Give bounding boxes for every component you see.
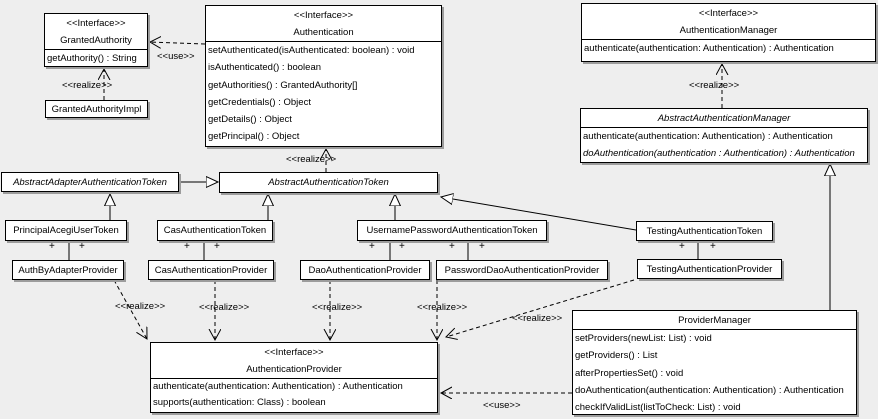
realize-stereotype-label: <<realize>> bbox=[286, 154, 337, 165]
method: getCredentials() : Object bbox=[208, 96, 311, 108]
method: checkIfValidList(listToCheck: List) : vo… bbox=[575, 402, 741, 414]
method: setAuthenticated(isAuthenticated: boolea… bbox=[208, 45, 415, 56]
use-authentication-granted-authority-edge bbox=[150, 42, 206, 44]
class-abstract-authentication-token: AbstractAuthenticationToken bbox=[219, 172, 438, 193]
multiplicity-plus-label: + bbox=[710, 241, 716, 252]
class-cas-authentication-token: CasAuthenticationToken bbox=[157, 220, 273, 241]
method: getDetails() : Object bbox=[208, 114, 292, 126]
methods-compartment: getAuthority() : String bbox=[45, 49, 147, 66]
method: getAuthorities() : GrantedAuthority[] bbox=[208, 79, 358, 91]
class-header: <<Interface>> GrantedAuthority bbox=[45, 14, 147, 49]
class-header: <<Interface>> AuthenticationProvider bbox=[151, 343, 437, 378]
generalization-testing-token-edge bbox=[441, 197, 637, 231]
method: isAuthenticated() : boolean bbox=[208, 62, 322, 74]
class-auth-by-adapter-provider: AuthByAdapterProvider bbox=[12, 260, 124, 280]
class-name: AbstractAuthenticationManager bbox=[657, 113, 791, 124]
multiplicity-plus-label: + bbox=[479, 241, 485, 252]
method: getPrincipal() : Object bbox=[208, 131, 300, 143]
method: setProviders(newList: List) : void bbox=[575, 333, 712, 344]
class-name: AuthenticationProvider bbox=[246, 364, 342, 375]
stereotype-label: <<Interface>> bbox=[698, 8, 759, 19]
methods-compartment: setProviders(newList: List) : void getPr… bbox=[573, 329, 856, 414]
multiplicity-plus-label: + bbox=[679, 241, 685, 252]
class-cas-authentication-provider: CasAuthenticationProvider bbox=[148, 260, 274, 280]
class-name: AbstractAuthenticationToken bbox=[268, 177, 389, 188]
class-testing-authentication-provider: TestingAuthenticationProvider bbox=[637, 259, 782, 279]
methods-compartment: authenticate(authentication: Authenticat… bbox=[581, 127, 867, 162]
class-name: Authentication bbox=[293, 27, 354, 38]
class-name: TestingAuthenticationToken bbox=[646, 225, 763, 237]
realize-testing-provider-edge bbox=[446, 279, 635, 337]
class-provider-manager: ProviderManager setProviders(newList: Li… bbox=[572, 310, 857, 415]
methods-compartment: setAuthenticated(isAuthenticated: boolea… bbox=[206, 41, 441, 146]
class-name: TestingAuthenticationProvider bbox=[646, 263, 773, 275]
class-granted-authority: <<Interface>> GrantedAuthority getAuthor… bbox=[44, 13, 148, 67]
class-authentication-provider: <<Interface>> AuthenticationProvider aut… bbox=[150, 342, 438, 413]
method: authenticate(authentication: Authenticat… bbox=[153, 381, 403, 392]
realize-stereotype-label: <<realize>> bbox=[689, 80, 740, 91]
class-authentication: <<Interface>> Authentication setAuthenti… bbox=[205, 5, 442, 147]
class-name: GrantedAuthorityImpl bbox=[51, 103, 142, 115]
methods-compartment: authenticate(authentication: Authenticat… bbox=[151, 378, 437, 411]
method: authenticate(authentication: Authenticat… bbox=[583, 131, 833, 142]
class-name: DaoAuthenticationProvider bbox=[308, 264, 422, 276]
realize-stereotype-label: <<realize>> bbox=[115, 301, 166, 312]
class-granted-authority-impl: GrantedAuthorityImpl bbox=[45, 100, 148, 118]
method: getAuthority() : String bbox=[47, 53, 137, 64]
class-header: ProviderManager bbox=[573, 311, 856, 329]
class-name: CasAuthenticationToken bbox=[163, 225, 267, 236]
stereotype-label: <<Interface>> bbox=[264, 347, 324, 358]
method: supports(authentication: Class) : boolea… bbox=[153, 397, 326, 408]
class-name: AbstractAdapterAuthenticationToken bbox=[13, 176, 167, 188]
class-password-dao-authentication-provider: PasswordDaoAuthenticationProvider bbox=[436, 260, 608, 280]
class-authentication-manager: <<Interface>> AuthenticationManager auth… bbox=[581, 3, 876, 62]
realize-stereotype-label: <<realize>> bbox=[199, 302, 250, 313]
realize-stereotype-label: <<realize>> bbox=[62, 80, 113, 91]
class-header: <<Interface>> AuthenticationManager bbox=[582, 4, 875, 39]
multiplicity-plus-label: + bbox=[184, 241, 190, 252]
class-name: PasswordDaoAuthenticationProvider bbox=[444, 264, 600, 276]
multiplicity-plus-label: + bbox=[49, 241, 55, 252]
class-header: AbstractAuthenticationManager bbox=[581, 109, 867, 127]
class-name: PrincipalAcegiUserToken bbox=[13, 225, 119, 236]
class-name: AuthByAdapterProvider bbox=[18, 264, 118, 276]
class-name: AuthenticationManager bbox=[679, 25, 778, 36]
class-principal-acegi-user-token: PrincipalAcegiUserToken bbox=[5, 220, 127, 241]
class-name: GrantedAuthority bbox=[60, 35, 132, 46]
method: authenticate(authentication: Authenticat… bbox=[584, 43, 834, 54]
realize-stereotype-label: <<realize>> bbox=[312, 302, 363, 313]
realize-stereotype-label: <<realize>> bbox=[512, 313, 563, 324]
class-testing-authentication-token: TestingAuthenticationToken bbox=[636, 221, 773, 241]
multiplicity-plus-label: + bbox=[449, 241, 455, 252]
class-abstract-authentication-manager: AbstractAuthenticationManager authentica… bbox=[580, 108, 868, 163]
multiplicity-plus-label: + bbox=[79, 241, 85, 252]
stereotype-label: <<Interface>> bbox=[66, 18, 126, 29]
class-abstract-adapter-authentication-token: AbstractAdapterAuthenticationToken bbox=[1, 172, 179, 192]
use-stereotype-label: <<use>> bbox=[157, 51, 195, 62]
multiplicity-plus-label: + bbox=[399, 241, 405, 252]
realize-stereotype-label: <<realize>> bbox=[417, 302, 468, 313]
method: getProviders() : List bbox=[575, 350, 658, 362]
multiplicity-plus-label: + bbox=[369, 241, 375, 252]
class-name: CasAuthenticationProvider bbox=[154, 264, 268, 276]
class-dao-authentication-provider: DaoAuthenticationProvider bbox=[300, 260, 430, 280]
class-name: ProviderManager bbox=[678, 315, 751, 326]
method: afterPropertiesSet() : void bbox=[575, 367, 684, 379]
class-name: UsernamePasswordAuthenticationToken bbox=[366, 225, 538, 236]
use-stereotype-label: <<use>> bbox=[483, 400, 521, 411]
stereotype-label: <<Interface>> bbox=[293, 10, 354, 21]
method: doAuthentication(authentication : Authen… bbox=[583, 148, 855, 160]
class-header: <<Interface>> Authentication bbox=[206, 6, 441, 41]
realize-auth-by-adapter-provider-edge bbox=[113, 279, 147, 339]
multiplicity-plus-label: + bbox=[214, 241, 220, 252]
methods-compartment: authenticate(authentication: Authenticat… bbox=[582, 39, 875, 57]
method: doAuthentication(authentication: Authent… bbox=[575, 384, 844, 396]
class-username-password-authentication-token: UsernamePasswordAuthenticationToken bbox=[357, 220, 547, 241]
